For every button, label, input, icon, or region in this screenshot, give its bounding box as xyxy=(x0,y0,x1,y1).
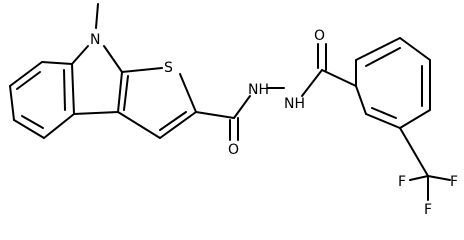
atom-oxygen-amide-2: O xyxy=(314,28,325,44)
bond-pyrrole-2 xyxy=(103,45,123,73)
bond-ph-5 xyxy=(399,109,431,129)
bond-benzo-2 xyxy=(9,61,43,87)
bond-pyrrole-d xyxy=(123,75,129,111)
bond-nh2-c xyxy=(301,69,323,97)
bond-benzo-d3 xyxy=(63,69,66,111)
atom-nh-2: NH xyxy=(284,96,305,112)
atom-n-methyl: N xyxy=(90,32,100,48)
bond-thio-2 xyxy=(179,73,197,113)
bond-pyrrole-4 xyxy=(73,111,119,115)
atom-sulfur: S xyxy=(164,60,173,76)
bond-benzo-1 xyxy=(41,61,73,65)
structure-canvas: N S O NH NH O F F F xyxy=(9,3,458,218)
bond-pyrrole-3 xyxy=(117,71,123,113)
bond-ph-6 xyxy=(365,113,401,129)
bond-lines xyxy=(9,3,451,201)
bond-benzo-6 xyxy=(71,63,75,115)
bond-thio-4 xyxy=(117,111,161,139)
bond-benzo-d2 xyxy=(21,115,44,129)
atom-fluorine-2: F xyxy=(398,174,406,190)
bond-thio-d xyxy=(159,111,187,131)
atom-fluorine-1: F xyxy=(450,174,458,190)
bond-thio-3 xyxy=(159,111,197,139)
atom-nh-1: NH xyxy=(248,82,269,98)
bond-ph-d1 xyxy=(365,47,401,67)
bond-c-f2 xyxy=(409,175,429,181)
bond-benzo-d1 xyxy=(16,71,41,90)
bond-c-f1 xyxy=(427,175,451,181)
bond-ring-cf3 xyxy=(399,127,429,177)
bond-benzo-4 xyxy=(13,119,45,139)
bond-c-nh1 xyxy=(233,95,251,119)
atom-oxygen-amide-1: O xyxy=(228,142,239,158)
atom-fluorine-3: F xyxy=(424,202,432,216)
bond-c2-carbonyl xyxy=(195,111,235,119)
bond-benzo-3 xyxy=(9,85,15,121)
bond-c-ring xyxy=(321,69,357,87)
bond-thio-1 xyxy=(121,67,163,73)
atom-labels: N S O NH NH O F F F xyxy=(90,28,458,218)
bond-ph-3 xyxy=(399,37,431,61)
bond-ph-d3 xyxy=(371,107,397,119)
bond-ph-2 xyxy=(355,37,401,61)
chemical-structure-diagram: N S O NH NH O F F F xyxy=(9,3,458,218)
bond-pyrrole-1 xyxy=(71,45,89,65)
bond-methyl-n xyxy=(95,3,99,29)
bond-ph-7 xyxy=(355,85,367,115)
bond-benzo-5 xyxy=(43,113,75,139)
